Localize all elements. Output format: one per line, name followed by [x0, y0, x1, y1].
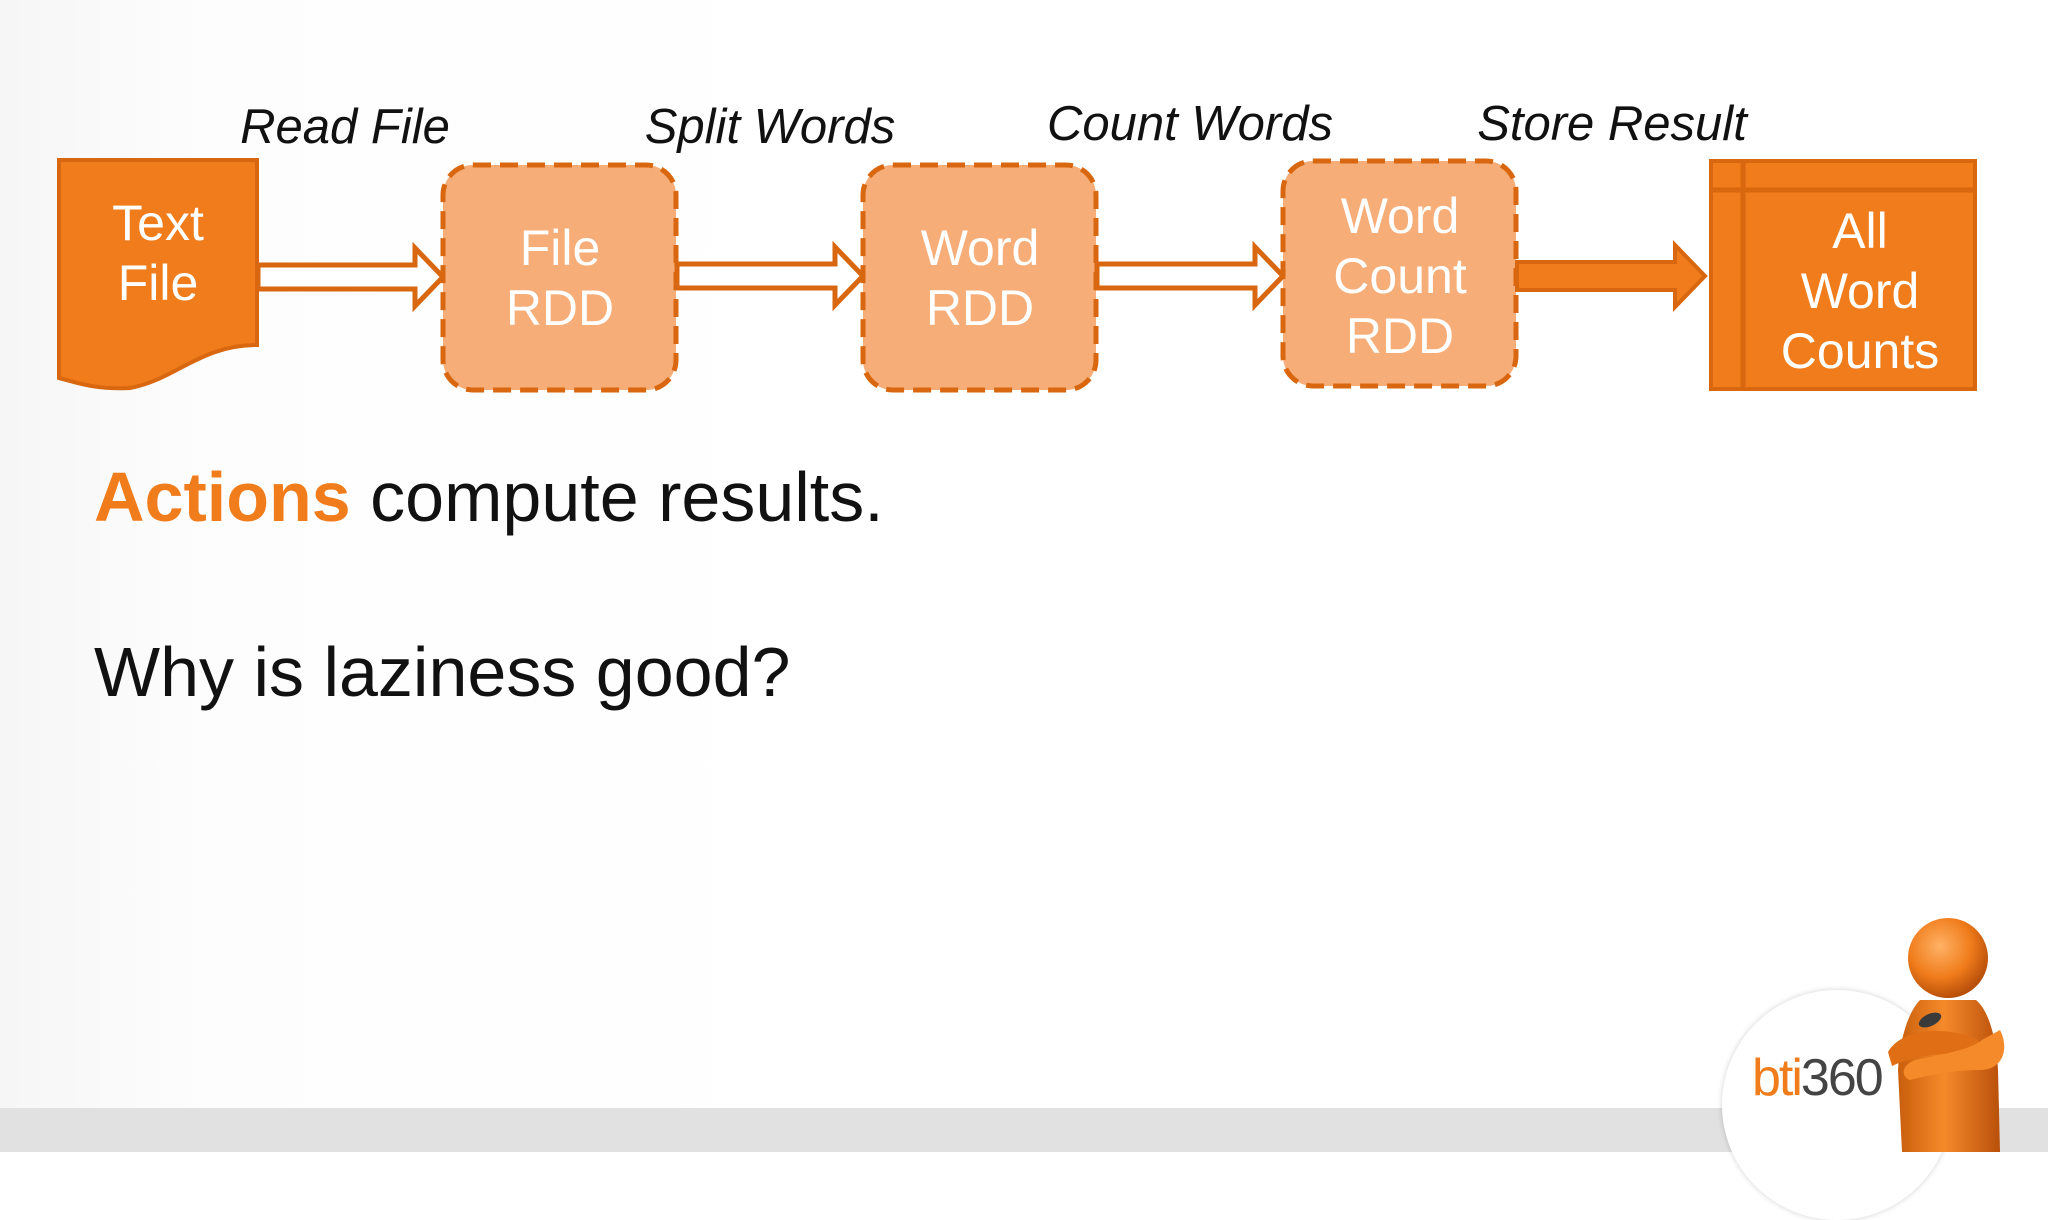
word-rdd-node: Word RDD [860, 162, 1099, 393]
headline-rest: compute results. [350, 458, 884, 536]
bottom-band [0, 1108, 2048, 1152]
file-rdd-line-1: File [520, 220, 601, 276]
headline-accent: Actions [94, 458, 351, 536]
question-text: Why is laziness good? [94, 633, 791, 711]
word-count-rdd-line-1: Word [1341, 188, 1460, 244]
step-label-split-words: Split Words [645, 100, 896, 154]
step-label-read-file: Read File [240, 100, 450, 154]
word-rdd-line-1: Word [921, 220, 1040, 276]
all-word-counts-node: All Word Counts [1709, 159, 1977, 391]
text-file-line-2: File [118, 255, 199, 311]
file-rdd-node: File RDD [440, 162, 679, 393]
word-count-rdd-line-2: Count [1333, 248, 1467, 304]
step-label-store-result: Store Result [1477, 97, 1749, 151]
word-count-rdd-line-3: RDD [1346, 308, 1454, 364]
arrow-count-words [1094, 240, 1287, 312]
headline: Actions compute results. [94, 455, 884, 539]
arrow-split-words [674, 240, 867, 312]
word-count-rdd-node: Word Count RDD [1280, 158, 1519, 389]
text-file-node: Text File [57, 158, 259, 391]
all-word-counts-line-3: Counts [1781, 323, 1939, 379]
step-label-count-words: Count Words [1047, 97, 1333, 151]
logo-text-360: 360 [1800, 1049, 1884, 1107]
word-rdd-line-2: RDD [926, 280, 1034, 336]
arrow-read-file [255, 241, 447, 313]
text-file-line-1: Text [112, 195, 204, 251]
mascot-figure-icon [1888, 912, 2005, 1152]
logo-text-bti: bti [1752, 1049, 1803, 1107]
pipeline-diagram: Read File Split Words Count Words Store … [57, 97, 1977, 393]
file-rdd-line-2: RDD [506, 280, 614, 336]
logo: bti360 [1752, 1048, 1884, 1108]
all-word-counts-line-1: All [1832, 203, 1888, 259]
arrow-store-result [1515, 240, 1708, 312]
all-word-counts-line-2: Word [1801, 263, 1920, 319]
